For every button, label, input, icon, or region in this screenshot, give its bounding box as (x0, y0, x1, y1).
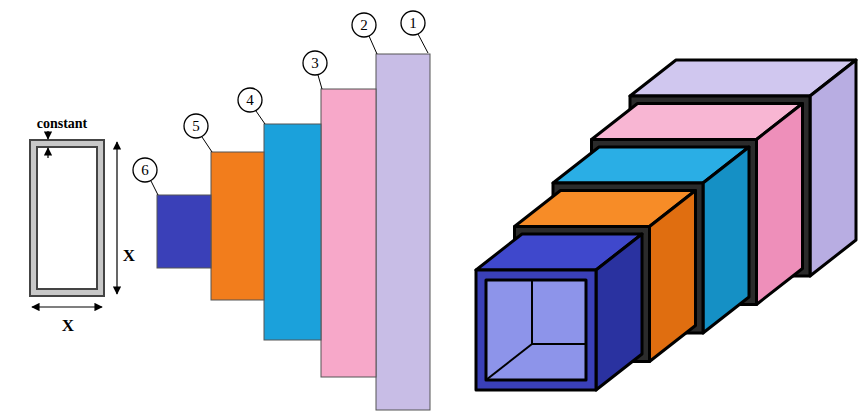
callout-circle (401, 11, 425, 35)
tube-1-2 (376, 54, 430, 410)
callout-number: 4 (246, 92, 254, 109)
callout-circle (133, 158, 157, 182)
section-inner (37, 147, 97, 289)
leader-line (418, 34, 428, 53)
thickness-label: constant (37, 116, 88, 132)
leader-line (151, 181, 158, 195)
callout-number: 5 (192, 118, 200, 135)
callout-circles (133, 11, 425, 182)
dimension-arrow (32, 306, 102, 307)
dimension-label: X (123, 246, 135, 266)
thickness-arrow (47, 148, 48, 158)
isometric-view (476, 60, 856, 390)
dimension-arrow (116, 142, 117, 294)
callout-number: 2 (360, 17, 368, 34)
side-view (157, 54, 430, 410)
leader-line (202, 137, 212, 152)
callout-circle (238, 88, 262, 112)
dimension-label: X (62, 316, 74, 336)
leader-line (369, 36, 377, 54)
leader-lines (151, 34, 428, 195)
tube-3 (321, 89, 376, 377)
thickness-arrow (47, 131, 48, 139)
leader-line (318, 75, 322, 89)
tube-6 (157, 195, 211, 268)
section-outer (30, 140, 104, 296)
tube-5 (211, 152, 264, 300)
callout-number: 6 (141, 162, 149, 179)
callout-circle (303, 51, 327, 75)
callout-number: 3 (311, 55, 319, 72)
callout-circle (352, 13, 376, 37)
callout-number: 1 (409, 15, 417, 32)
callout-circle (184, 114, 208, 138)
tube-4 (264, 124, 321, 340)
leader-line (256, 111, 265, 124)
tube-blue (476, 234, 642, 390)
cross-section (30, 131, 117, 307)
